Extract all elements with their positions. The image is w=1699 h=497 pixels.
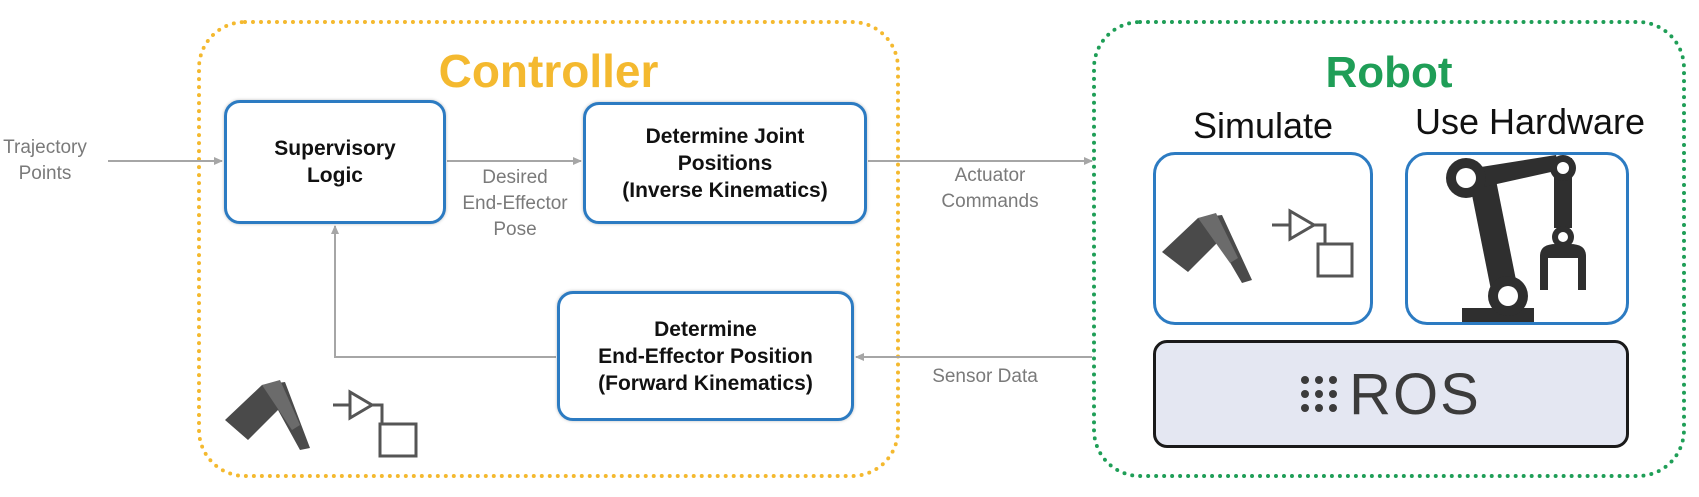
forward-kinematics-label: Determine End-Effector Position (Forward… (598, 317, 813, 395)
forward-kinematics-block: Determine End-Effector Position (Forward… (557, 291, 854, 421)
controller-title: Controller (438, 45, 659, 97)
inverse-kinematics-block: Determine Joint Positions (Inverse Kinem… (583, 102, 867, 224)
simulink-block-icon (333, 389, 418, 458)
matlab-logo-icon (225, 380, 310, 450)
controller-group (197, 20, 900, 478)
ros-logo-icon (1301, 376, 1338, 412)
simulate-label: Simulate (1192, 105, 1334, 146)
ros-label: ROS (1349, 361, 1481, 427)
matlab-logo-icon (1162, 213, 1252, 283)
desired-pose-label: Desired End-Effector Pose (462, 167, 568, 240)
trajectory-points-label: Trajectory Points (3, 137, 87, 184)
ros-box: ROS (1153, 340, 1629, 448)
robot-arm-icon (1446, 155, 1586, 322)
supervisory-logic-label: Supervisory Logic (274, 137, 396, 187)
supervisory-logic-block: Supervisory Logic (224, 100, 446, 224)
use-hardware-label: Use Hardware (1414, 101, 1646, 142)
inverse-kinematics-label: Determine Joint Positions (Inverse Kinem… (622, 124, 828, 202)
robot-group (1092, 20, 1686, 478)
sensor-data-label: Sensor Data (932, 366, 1038, 387)
robot-title: Robot (1325, 48, 1453, 97)
feedback-arrow (331, 225, 556, 358)
simulink-block-icon (1272, 208, 1354, 278)
actuator-commands-label: Actuator Commands (941, 165, 1039, 212)
